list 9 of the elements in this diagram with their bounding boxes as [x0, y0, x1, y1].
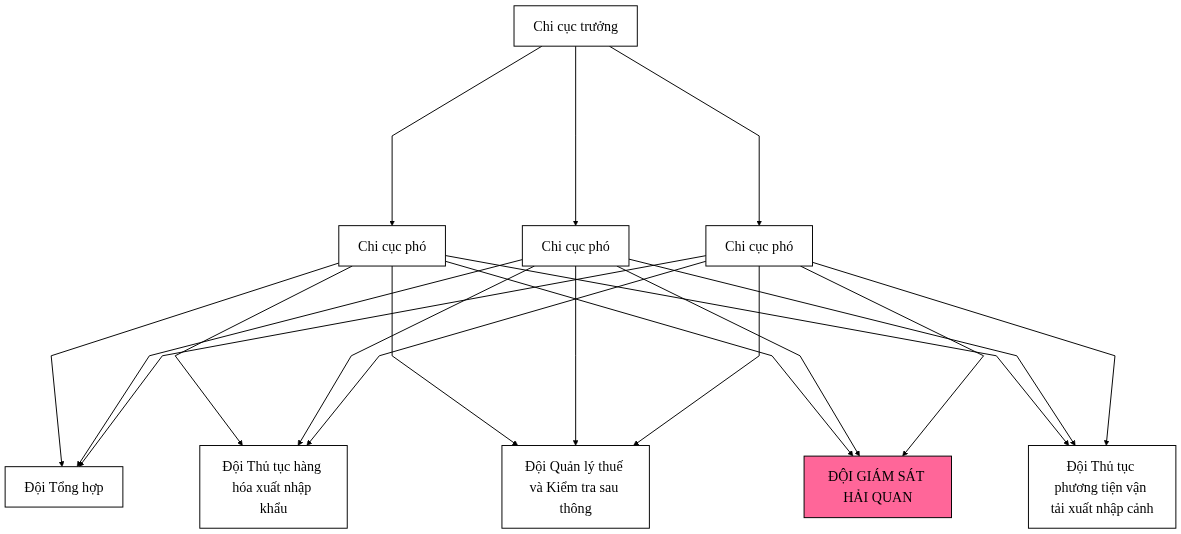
node-box: Đội Quản lý thuế và Kiểm tra sau thông — [501, 445, 650, 529]
node-box: ĐỘI GIÁM SÁT HẢI QUAN — [803, 455, 952, 519]
node-box: Chi cục trưởng — [513, 5, 638, 47]
node-box: Chi cục phó — [338, 225, 446, 267]
node-box: Chi cục phó — [705, 225, 813, 267]
node-box: Đội Thủ tục phương tiện vận tải xuất nhập cảnh — [1027, 445, 1177, 529]
node-box: Chi cục phó — [521, 225, 630, 267]
node-box: Đội Thủ tục hàng hóa xuất nhập khẩu — [199, 445, 348, 529]
node-box: Đội Tổng hợp — [4, 466, 124, 508]
